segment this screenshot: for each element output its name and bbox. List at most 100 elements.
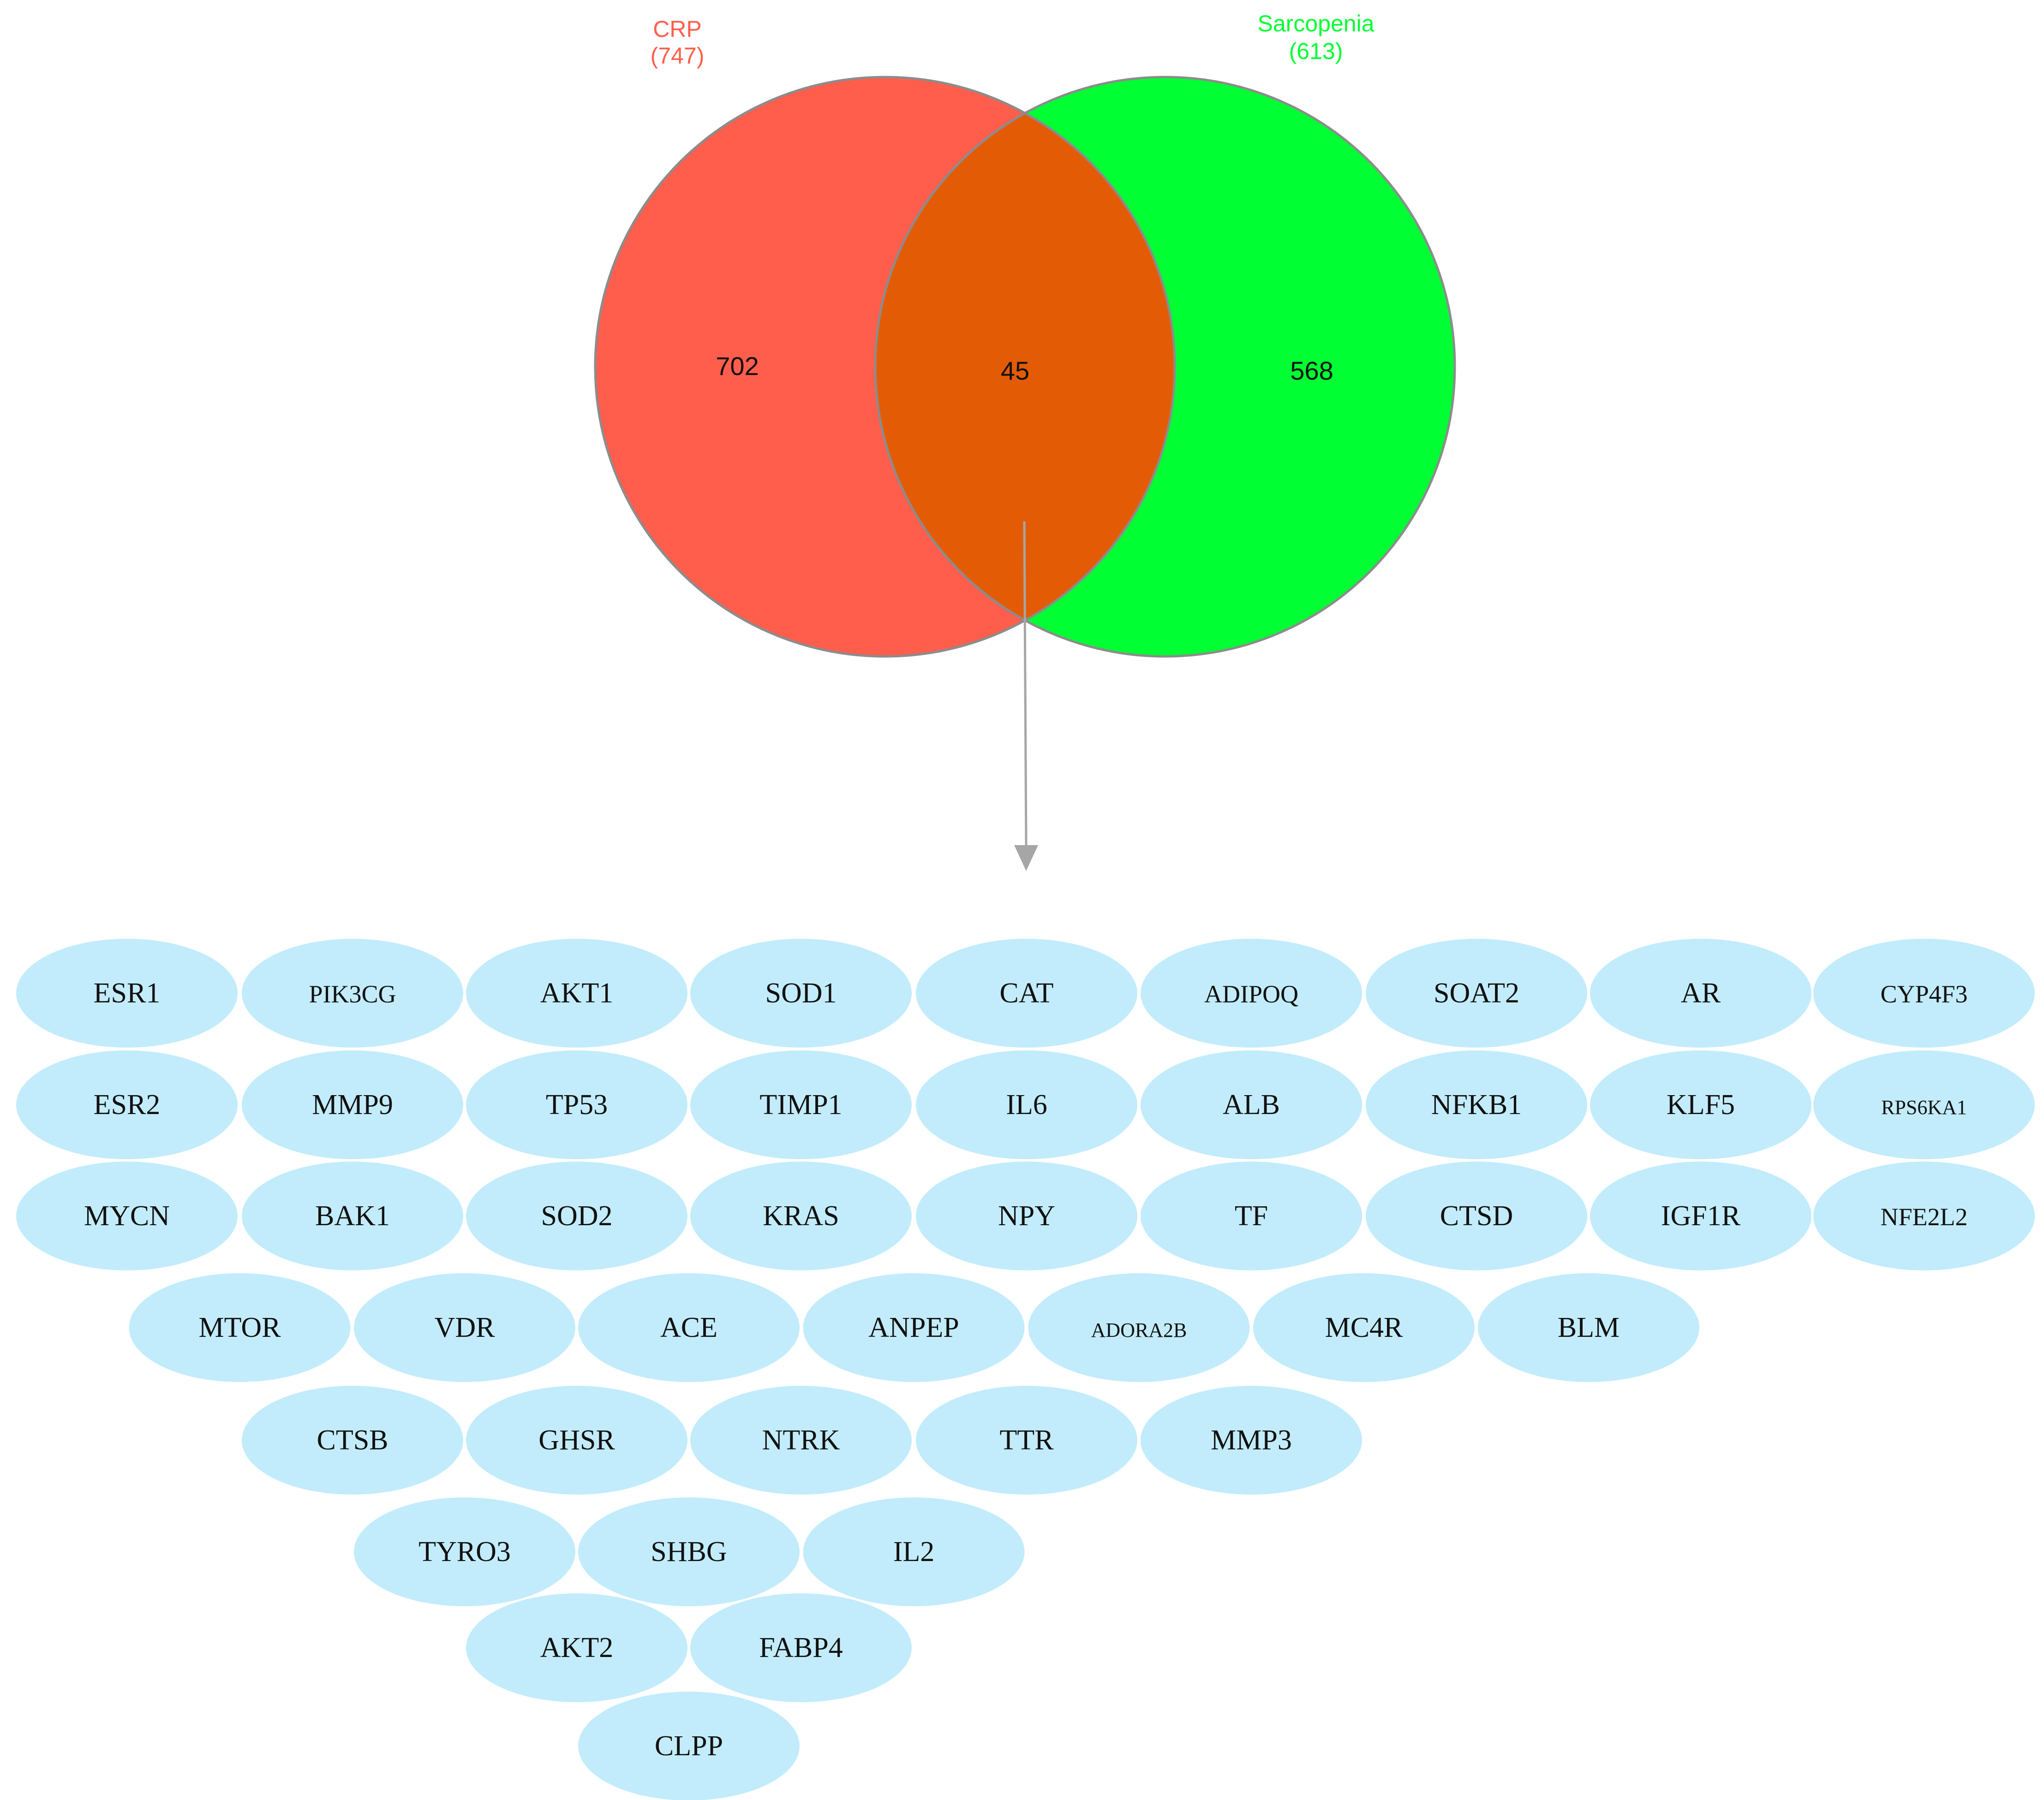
gene-label: NFE2L2	[1881, 1203, 1968, 1231]
sarcopenia-circle-outline	[874, 76, 1456, 658]
gene-node: ACE	[578, 1273, 800, 1382]
gene-label: NTRK	[762, 1425, 840, 1456]
gene-label: ADORA2B	[1091, 1319, 1187, 1341]
gene-node-shape	[916, 939, 1137, 1048]
gene-node-shape	[129, 1273, 351, 1382]
gene-node-shape	[578, 1497, 800, 1606]
gene-node: KLF5	[1590, 1050, 1811, 1159]
gene-node-shape	[1590, 939, 1811, 1048]
gene-node-shape	[1366, 939, 1587, 1048]
gene-node: KRAS	[690, 1162, 912, 1270]
arrow-shaft	[1023, 521, 1028, 848]
sarcopenia-set-total: (613)	[1289, 38, 1343, 64]
arrow-head	[1014, 845, 1038, 871]
gene-node-shape	[354, 1273, 575, 1382]
gene-node-shape	[690, 1162, 912, 1270]
gene-label: CYP4F3	[1880, 980, 1967, 1008]
crp-unique-count: 702	[716, 352, 759, 381]
sarcopenia-set-name: Sarcopenia	[1258, 11, 1375, 36]
gene-label: AKT2	[540, 1632, 613, 1663]
gene-label: IGF1R	[1661, 1200, 1741, 1232]
gene-node-shape	[1813, 1050, 2035, 1159]
gene-label: MC4R	[1325, 1312, 1403, 1343]
gene-label: ADIPOQ	[1204, 980, 1298, 1008]
gene-label: GHSR	[538, 1425, 615, 1456]
gene-label: CTSB	[317, 1425, 388, 1456]
gene-node-shape	[242, 1162, 463, 1270]
gene-node-shape	[466, 1593, 687, 1702]
gene-node: AKT2	[466, 1593, 687, 1702]
gene-node-shape	[1590, 1050, 1811, 1159]
gene-node-shape	[578, 1692, 800, 1800]
gene-node: NFE2L2	[1813, 1162, 2035, 1270]
crp-set-total: (747)	[651, 43, 705, 69]
gene-label: IL6	[1006, 1089, 1047, 1121]
gene-node: TP53	[466, 1050, 687, 1159]
gene-label: NFKB1	[1431, 1089, 1522, 1121]
gene-node-shape	[354, 1497, 575, 1606]
gene-label: VDR	[435, 1312, 496, 1343]
gene-node: BLM	[1478, 1273, 1699, 1382]
gene-label: CLPP	[655, 1730, 723, 1762]
gene-node-shape	[690, 1050, 912, 1159]
gene-label: FABP4	[759, 1632, 843, 1663]
gene-node-shape	[1141, 1050, 1362, 1159]
gene-node: PIK3CG	[242, 939, 463, 1048]
gene-label: TYRO3	[418, 1536, 511, 1568]
gene-node: AR	[1590, 939, 1811, 1048]
gene-node: AKT1	[466, 939, 687, 1048]
gene-node-shape	[1141, 1386, 1362, 1495]
gene-node-shape	[1478, 1273, 1699, 1382]
gene-label: AR	[1681, 977, 1721, 1009]
gene-node-shape	[242, 1050, 463, 1159]
gene-node-shape	[466, 1050, 687, 1159]
gene-label: MMP9	[312, 1089, 393, 1121]
gene-node-shape	[1253, 1273, 1475, 1382]
gene-node: MMP9	[242, 1050, 463, 1159]
gene-node: SOD2	[466, 1162, 687, 1270]
gene-label: TF	[1235, 1200, 1268, 1232]
gene-node-shape	[16, 1050, 238, 1159]
gene-node-shape	[578, 1273, 800, 1382]
gene-label: SHBG	[651, 1536, 727, 1568]
gene-node: ESR1	[16, 939, 238, 1048]
gene-node-shape	[466, 1162, 687, 1270]
gene-node-shape	[242, 939, 463, 1048]
gene-label: ANPEP	[868, 1312, 959, 1343]
gene-node: FABP4	[690, 1593, 912, 1702]
gene-node-shape	[1141, 1162, 1362, 1270]
gene-node: CTSB	[242, 1386, 463, 1495]
gene-node: CAT	[916, 939, 1137, 1048]
gene-node-shape	[803, 1273, 1025, 1382]
crp-set-name: CRP	[653, 16, 702, 42]
gene-label: BAK1	[315, 1200, 390, 1232]
gene-node: IL2	[803, 1497, 1025, 1606]
gene-node: MYCN	[16, 1162, 238, 1270]
gene-label: SOD1	[765, 977, 837, 1009]
gene-label: BLM	[1558, 1312, 1620, 1343]
gene-node-shape	[466, 1386, 687, 1495]
gene-node: NPY	[916, 1162, 1137, 1270]
gene-node: TF	[1141, 1162, 1362, 1270]
gene-node-shape	[466, 939, 687, 1048]
gene-node: ADORA2B	[1028, 1273, 1250, 1382]
gene-label: NPY	[998, 1200, 1055, 1232]
gene-node-shape	[1366, 1162, 1587, 1270]
gene-label: AKT1	[540, 977, 613, 1009]
gene-node-shape	[916, 1162, 1137, 1270]
gene-label: ESR2	[94, 1089, 161, 1121]
intersection-arrow	[1014, 521, 1038, 871]
gene-node: MC4R	[1253, 1273, 1475, 1382]
gene-label: TP53	[546, 1089, 608, 1121]
intersection-count: 45	[1001, 356, 1029, 385]
gene-node-shape	[16, 1162, 238, 1270]
gene-node: IL6	[916, 1050, 1137, 1159]
gene-node: ANPEP	[803, 1273, 1025, 1382]
gene-node: ADIPOQ	[1141, 939, 1362, 1048]
gene-node: ALB	[1141, 1050, 1362, 1159]
gene-node: ESR2	[16, 1050, 238, 1159]
gene-node-shape	[916, 1050, 1137, 1159]
gene-node: TTR	[916, 1386, 1137, 1495]
gene-node: RPS6KA1	[1813, 1050, 2035, 1159]
